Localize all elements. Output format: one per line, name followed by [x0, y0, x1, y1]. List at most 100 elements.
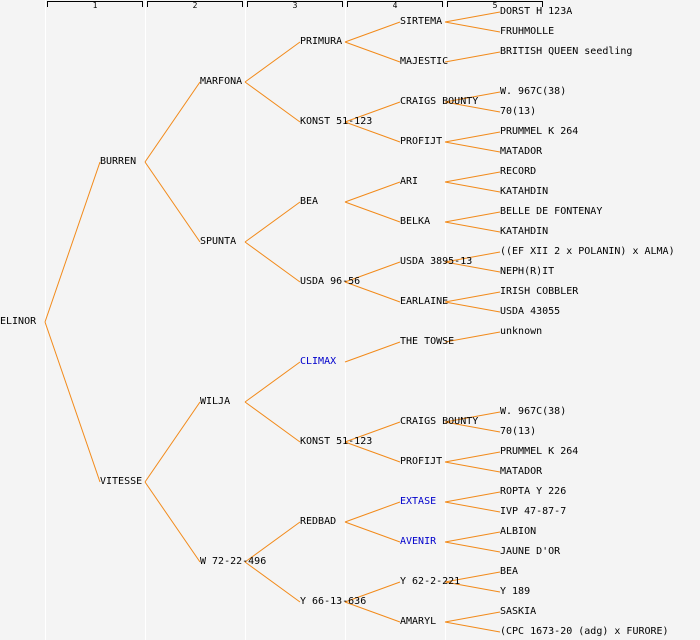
- parent-link: [144, 161, 201, 243]
- ancestor-gen5: ALBION: [500, 526, 537, 537]
- ancestor-gen5: PRUMMEL K 264: [500, 126, 579, 137]
- parent-link: [444, 491, 501, 503]
- ancestor-gen4: AMARYL: [400, 616, 437, 627]
- parent-link: [444, 501, 501, 513]
- parent-link: [344, 521, 401, 543]
- ancestor-gen4: MAJESTIC: [400, 56, 449, 67]
- generation-header-5: 5: [447, 1, 543, 10]
- ancestor-gen3: KONST 51-123: [300, 116, 373, 127]
- parent-link: [244, 561, 301, 603]
- parent-link: [444, 291, 501, 303]
- ancestor-gen5: IRISH COBBLER: [500, 286, 579, 297]
- parent-link: [444, 221, 501, 233]
- ancestor-gen5: SASKIA: [500, 606, 537, 617]
- generation-number: 4: [392, 1, 398, 10]
- parent-link: [444, 421, 501, 433]
- ancestor-gen4[interactable]: EXTASE: [400, 496, 437, 507]
- ancestor-gen3: PRIMURA: [300, 36, 343, 47]
- ancestor-gen5: BRITISH QUEEN seedling: [500, 46, 633, 57]
- ancestor-gen5: 70(13): [500, 426, 537, 437]
- parent-link: [444, 181, 501, 193]
- parent-link: [444, 621, 501, 633]
- parent-link: [444, 451, 501, 463]
- ancestor-gen4: CRAIGS BOUNTY: [400, 416, 479, 427]
- ancestor-gen4: EARLAINE: [400, 296, 449, 307]
- ancestor-gen5: W. 967C(38): [500, 86, 567, 97]
- parent-link: [344, 441, 401, 463]
- ancestor-gen4: PROFIJT: [400, 456, 443, 467]
- ancestor-gen2: W 72-22-496: [200, 556, 267, 567]
- generation-header-4: 4: [347, 1, 443, 10]
- ancestor-gen5: BELLE DE FONTENAY: [500, 206, 603, 217]
- parent-link: [344, 101, 401, 123]
- parent-link: [444, 541, 501, 553]
- column-divider: [345, 0, 346, 640]
- parent-link: [344, 201, 401, 223]
- ancestor-gen3: BEA: [300, 196, 319, 207]
- parent-link: [144, 481, 201, 563]
- ancestor-gen3[interactable]: CLIMAX: [300, 356, 337, 367]
- parent-link: [444, 91, 501, 103]
- parent-link: [244, 521, 301, 563]
- parent-link: [44, 321, 101, 483]
- ancestor-gen3: KONST 51-123: [300, 436, 373, 447]
- parent-link: [444, 301, 501, 313]
- ancestor-gen4: CRAIGS BOUNTY: [400, 96, 479, 107]
- generation-header-2: 2: [147, 1, 243, 10]
- parent-link: [344, 581, 401, 603]
- ancestor-gen5: BEA: [500, 566, 519, 577]
- ancestor-gen3: USDA 96-56: [300, 276, 361, 287]
- ancestor-gen4: THE TOWSE: [400, 336, 455, 347]
- parent-link: [444, 571, 501, 583]
- parent-link: [444, 171, 501, 183]
- parent-link: [444, 211, 501, 223]
- ancestor-gen5: RECORD: [500, 166, 537, 177]
- parent-link: [244, 361, 301, 403]
- parent-link: [344, 41, 401, 63]
- parent-link: [244, 401, 301, 443]
- ancestor-gen5: Y 189: [500, 586, 531, 597]
- parent-link: [444, 531, 501, 543]
- ancestor-gen5: MATADOR: [500, 146, 543, 157]
- parent-link: [444, 21, 501, 33]
- ancestor-gen5: IVP 47-87-7: [500, 506, 567, 517]
- parent-link: [444, 51, 501, 63]
- ancestor-gen4: PROFIJT: [400, 136, 443, 147]
- ancestor-gen2: SPUNTA: [200, 236, 237, 247]
- ancestor-gen5: NEPH(R)IT: [500, 266, 555, 277]
- generation-header-3: 3: [247, 1, 343, 10]
- parent-link: [444, 581, 501, 593]
- ancestor-gen4[interactable]: AVENIR: [400, 536, 437, 547]
- parent-link: [344, 181, 401, 203]
- parent-link: [444, 461, 501, 473]
- parent-link: [444, 141, 501, 153]
- parent-link: [444, 101, 501, 113]
- column-divider: [145, 0, 146, 640]
- generation-header-1: 1: [47, 1, 143, 10]
- parent-link: [244, 241, 301, 283]
- ancestor-gen5: PRUMMEL K 264: [500, 446, 579, 457]
- parent-link: [344, 421, 401, 443]
- ancestor-gen4: USDA 3895-13: [400, 256, 473, 267]
- ancestor-gen5: (CPC 1673-20 (adg) x FURORE): [500, 626, 669, 637]
- generation-number: 1: [92, 1, 98, 10]
- ancestor-gen5: ROPTA Y 226: [500, 486, 567, 497]
- ancestor-gen3: REDBAD: [300, 516, 337, 527]
- ancestor-gen5: 70(13): [500, 106, 537, 117]
- parent-link: [244, 201, 301, 243]
- parent-link: [344, 21, 401, 43]
- generation-number: 3: [292, 1, 298, 10]
- ancestor-gen1: VITESSE: [100, 476, 143, 487]
- parent-link: [344, 121, 401, 143]
- ancestor-gen5: JAUNE D'OR: [500, 546, 561, 557]
- ancestor-gen4: Y 62-2-221: [400, 576, 461, 587]
- parent-link: [344, 281, 401, 303]
- parent-link: [444, 411, 501, 423]
- ancestor-gen5: KATAHDIN: [500, 186, 549, 197]
- parent-link: [144, 401, 201, 483]
- parent-link: [344, 601, 401, 623]
- parent-link: [44, 161, 101, 323]
- parent-link: [444, 261, 501, 273]
